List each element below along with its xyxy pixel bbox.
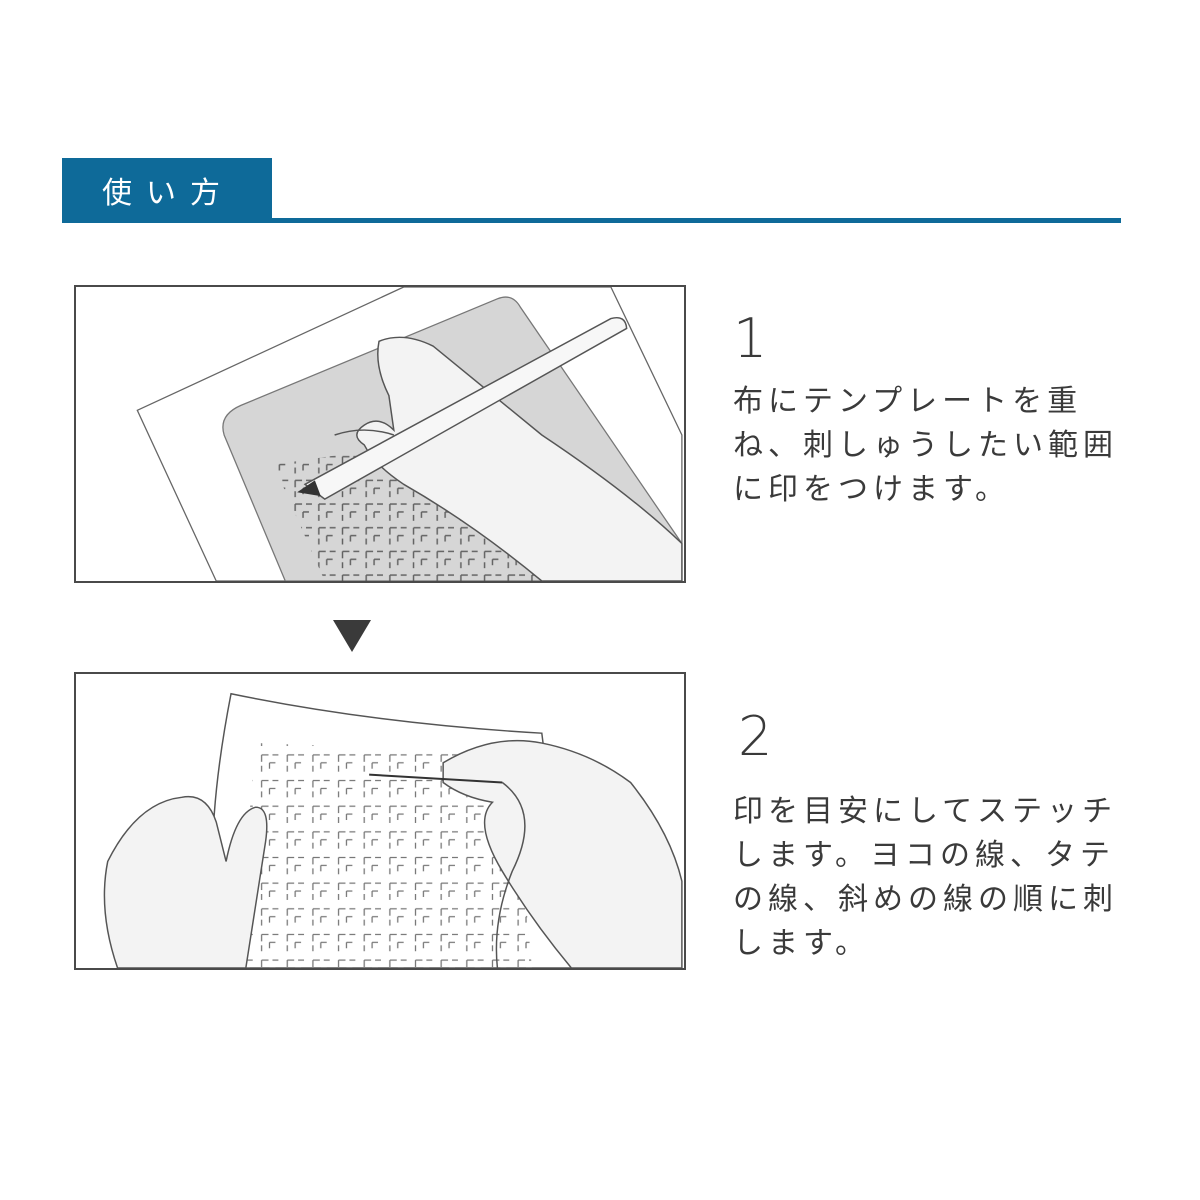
- step-2-number: 2: [738, 705, 773, 768]
- section-title: 使い方: [62, 158, 272, 222]
- step-2-description: 印を目安にしてステッチします。ヨコの線、タテの線、斜めの線の順に刺します。: [733, 794, 1118, 961]
- section-title-label: 使い方: [102, 176, 234, 211]
- step-1-description: 布にテンプレートを重ね、刺しゅうしたい範囲に印をつけます。: [733, 384, 1118, 507]
- step-2-illustration: [74, 672, 686, 970]
- step-1-illustration: [74, 285, 686, 583]
- section-divider: [62, 218, 1121, 223]
- step-1-number: 1: [733, 307, 768, 370]
- down-triangle-icon: [333, 620, 371, 652]
- hand-drawing-template-icon: [136, 287, 683, 581]
- hand-stitching-fabric-icon: [103, 692, 683, 968]
